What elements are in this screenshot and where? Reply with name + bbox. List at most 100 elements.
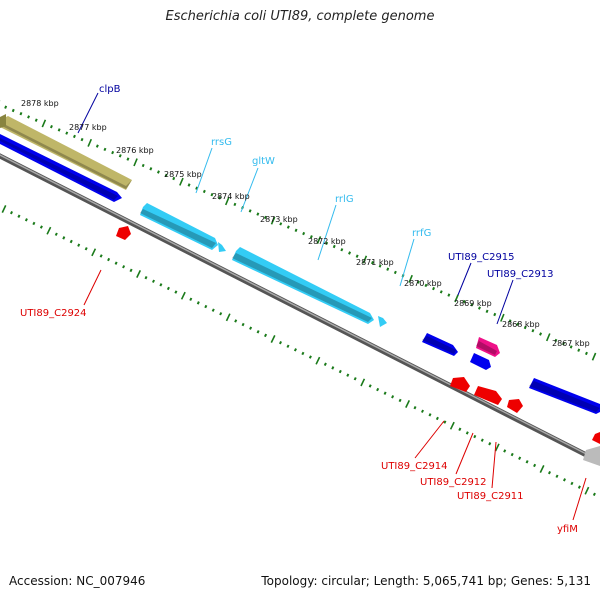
tick-minor: [4, 105, 8, 109]
tick-minor: [458, 427, 462, 432]
kbp-label: 2869 kbp: [454, 299, 492, 308]
misc-feature[interactable]: [476, 337, 500, 357]
tick-minor: [151, 279, 156, 283]
tick-major: [500, 313, 505, 322]
tick-minor: [80, 137, 84, 142]
pseudo-utI89-c2914[interactable]: [450, 377, 470, 392]
pseudo-utI89-c2912[interactable]: [474, 386, 502, 405]
tick-minor: [294, 228, 298, 232]
tick-major: [270, 216, 276, 225]
rrna-rrsG[interactable]: [140, 203, 218, 250]
tick-minor: [57, 128, 61, 132]
tick-minor: [480, 438, 484, 442]
rrna-rrlG[interactable]: [232, 247, 374, 324]
pseudo-utI89-c2911[interactable]: [507, 399, 523, 413]
tick-major: [408, 274, 413, 283]
pseudo-right[interactable]: [592, 432, 600, 444]
tick-minor: [141, 163, 145, 168]
tick-minor: [539, 332, 543, 336]
cds-clpB[interactable]: [0, 134, 122, 202]
tick-minor: [174, 290, 178, 294]
tick-minor: [340, 248, 344, 252]
tick-minor: [210, 193, 214, 197]
tick-minor: [77, 243, 81, 247]
tick-minor: [159, 283, 163, 287]
tick-minor: [263, 215, 267, 220]
tick-major: [449, 421, 455, 430]
tick-major: [1, 205, 7, 213]
tick-minor: [353, 377, 357, 381]
tick-minor: [17, 214, 21, 218]
trna-feature[interactable]: [0, 116, 132, 190]
tick-track-upper: [0, 100, 597, 361]
tick-minor: [485, 309, 489, 313]
tick-minor: [111, 150, 115, 155]
leader-line: [317, 204, 337, 261]
tick-minor: [376, 387, 380, 392]
tick-minor: [27, 115, 31, 119]
gene-label-rrlG[interactable]: rrlG: [335, 194, 354, 205]
tick-major: [46, 226, 52, 235]
tick-minor: [286, 344, 290, 348]
gene-labels: clpB rrsG gltW rrlG rrfG UTI89_C2915 UTI…: [20, 84, 578, 535]
tick-major: [225, 313, 231, 322]
tick-minor: [149, 167, 153, 171]
gene-label-rrsG[interactable]: rrsG: [211, 137, 232, 148]
tick-minor: [39, 225, 43, 229]
gene-label-yfiM[interactable]: yfiM: [557, 524, 578, 535]
kbp-label: 2877 kbp: [69, 123, 107, 132]
cds-utI89-c2913[interactable]: [470, 353, 491, 370]
tick-minor: [118, 154, 122, 158]
tick-minor: [584, 351, 588, 356]
tick-major: [539, 465, 545, 473]
tick-minor: [370, 261, 374, 265]
rrna-gltW[interactable]: [218, 242, 226, 252]
tick-minor: [516, 322, 520, 326]
rrna-rrfG[interactable]: [378, 316, 387, 327]
feature-yfiM[interactable]: [583, 446, 600, 466]
tick-minor: [279, 222, 283, 226]
leader-line: [77, 92, 99, 134]
tick-minor: [562, 342, 565, 346]
tick-minor: [462, 299, 466, 304]
cds-utI89-c2915[interactable]: [422, 333, 458, 356]
tick-minor: [309, 235, 313, 239]
tick-major: [41, 119, 47, 128]
tick-minor: [122, 265, 126, 269]
gene-label-rrfG[interactable]: rrfG: [412, 228, 431, 239]
tick-major: [224, 197, 230, 206]
gene-label-utI89-c2913[interactable]: UTI89_C2913: [487, 269, 554, 280]
tick-minor: [488, 442, 492, 446]
kbp-label: 2872 kbp: [308, 237, 346, 246]
tick-minor: [302, 231, 306, 236]
leader-line: [240, 167, 259, 213]
tick-major: [584, 486, 590, 495]
leader-line: [195, 147, 213, 194]
kbp-label: 2870 kbp: [404, 279, 442, 288]
gene-label-utI89-c2911[interactable]: UTI89_C2911: [457, 491, 524, 502]
backbone: [0, 153, 600, 465]
tick-minor: [323, 362, 327, 367]
tick-minor: [99, 254, 103, 258]
tick-minor: [465, 431, 469, 435]
tick-minor: [114, 261, 118, 265]
gene-label-utI89-c2924[interactable]: UTI89_C2924: [20, 308, 87, 319]
gene-label-utI89-c2914[interactable]: UTI89_C2914: [381, 461, 448, 472]
tick-major: [545, 333, 551, 342]
tick-minor: [435, 416, 439, 421]
tick-minor: [447, 293, 451, 297]
pseudo-utI89-c2924[interactable]: [116, 226, 131, 240]
gene-label-utI89-c2915[interactable]: UTI89_C2915: [448, 252, 515, 263]
tick-minor: [332, 244, 336, 249]
tick-minor: [196, 301, 200, 305]
cds-right[interactable]: [529, 378, 600, 414]
tick-minor: [164, 173, 168, 177]
gene-label-clpB[interactable]: clpB: [99, 84, 121, 95]
leader-line: [414, 420, 445, 459]
gene-label-gltW[interactable]: gltW: [252, 156, 275, 167]
trna-feature-edge[interactable]: [0, 114, 6, 128]
tick-minor: [11, 108, 15, 113]
tick-major: [362, 255, 368, 264]
gene-label-utI89-c2912[interactable]: UTI89_C2912: [420, 477, 487, 488]
